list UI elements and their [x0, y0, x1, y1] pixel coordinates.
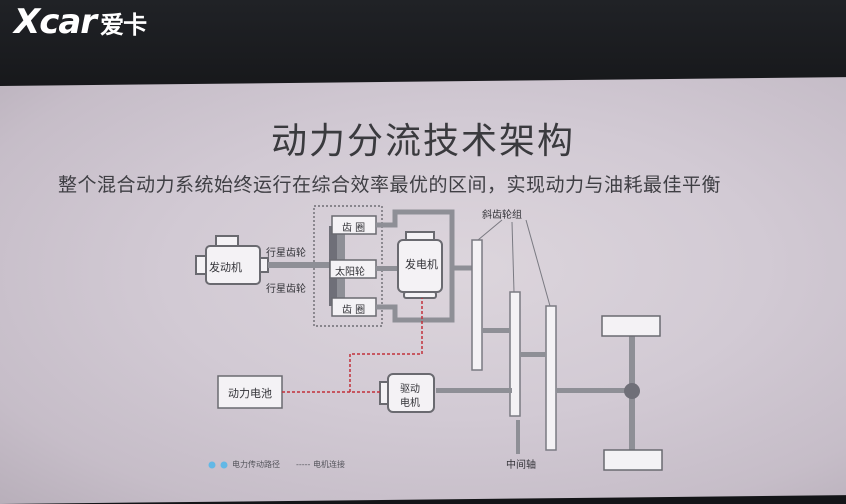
legend-power-path: 电力传动路径: [232, 460, 280, 469]
generator-link: [349, 298, 423, 392]
watermark-band: [0, 0, 846, 88]
helical-gear-label: 斜齿轮组: [482, 210, 522, 221]
planet-gear-top-label: 行星齿轮: [266, 248, 306, 259]
leader-gear-3: [525, 219, 551, 307]
engine-label: 发动机: [209, 261, 242, 274]
planet-gear-bottom-label: 行星齿轮: [266, 284, 306, 295]
legend-dot-2: [220, 461, 228, 469]
ring-gear-link-lower: [376, 268, 455, 323]
generator-icon: [397, 231, 443, 299]
mesh-shaft-2: [520, 352, 546, 357]
helical-gear-3: [545, 305, 557, 451]
drive-motor-icon: [379, 373, 435, 413]
differential: [624, 383, 640, 399]
helical-gear-2: [509, 291, 521, 417]
mesh-shaft-1: [482, 328, 510, 333]
legend-motor-connection: ----- 电机连接: [296, 460, 345, 469]
intermediate-shaft-stub: [516, 420, 520, 454]
battery-box: [217, 375, 283, 409]
intermediate-shaft-label: 中间轴: [506, 460, 536, 471]
legend-dot-1: [208, 461, 216, 469]
drive-motor-label-1: 驱动: [400, 384, 420, 395]
ring-gear-link-upper: [376, 209, 474, 271]
generator-label: 发电机: [405, 258, 438, 271]
engine-icon: [195, 235, 269, 285]
wheel-top: [601, 315, 661, 337]
drive-motor-label-2: 电机: [400, 398, 420, 409]
sun-gear-shaft: [376, 266, 398, 271]
ring-gear-bottom-label: 齿 圈: [342, 305, 366, 316]
drive-motor-shaft: [436, 388, 512, 393]
leader-gear-1: [477, 219, 503, 241]
battery-label: 动力电池: [228, 387, 272, 400]
slide-title: 动力分流技术架构: [270, 121, 575, 162]
logo-cn: 爱卡: [100, 11, 147, 39]
wheel-bottom: [603, 449, 663, 471]
leader-gear-2: [511, 221, 515, 293]
slide-subtitle: 整个混合动力系统始终运行在综合效率最优的区间，实现动力与油耗最佳平衡: [58, 174, 722, 196]
sun-gear-label: 太阳轮: [335, 267, 365, 278]
ring-gear-top-label: 齿 圈: [342, 223, 366, 234]
logo-latin: Xcar: [14, 2, 97, 42]
output-shaft: [556, 388, 632, 393]
helical-gear-1: [471, 239, 483, 371]
engine-shaft: [268, 262, 330, 268]
